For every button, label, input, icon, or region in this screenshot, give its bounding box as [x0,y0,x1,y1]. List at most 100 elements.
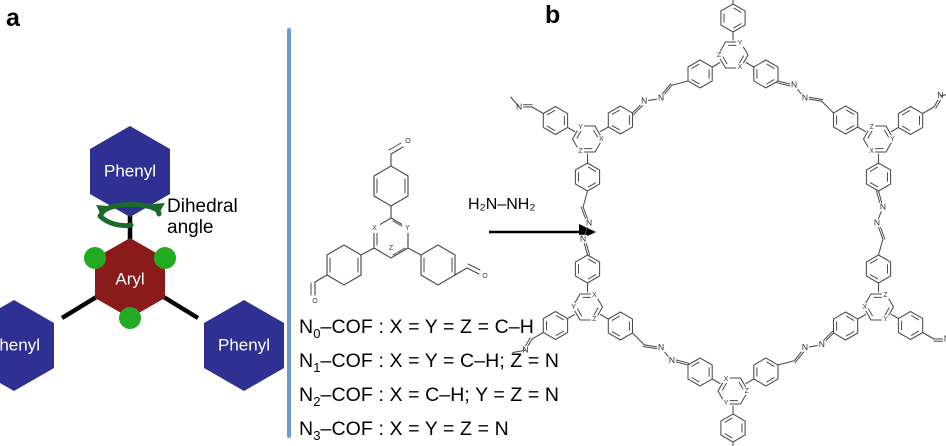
monomer-arm-right: O [407,244,488,286]
cof-linker-2-nitrogen-1: N [819,339,825,349]
node-atom-z: Z [592,316,597,323]
cof-linker-2-bond-b [745,378,755,385]
cof-linker-3-ring-a [687,357,713,387]
benzene-double-bond [733,7,742,13]
atom-label-bg [597,135,605,143]
bond-left [60,294,100,320]
linker-n-bg [579,234,588,244]
atom-label-bg [868,123,876,131]
node-double-bond [867,129,873,139]
cof-linker-5-nitrogen-2: N [658,93,664,103]
benzene-double-bond [901,125,911,131]
cof-linker-5-ring-a [607,105,634,135]
cof-pendant-5-tail [510,96,520,108]
cof-linker-0-ring-b [832,105,859,135]
cof-pendant-2-nitrogen: N [944,333,946,343]
panel-a-label: a [6,4,20,32]
benzene-double-bond [766,361,775,367]
benzene-double-bond [869,182,879,188]
legend-row-n3: N3–COF : X = Y = Z = N [299,418,509,443]
benzene-double-bond [611,315,621,321]
aryl-hexagon [95,238,165,318]
cof-pendant-2-ch [922,331,935,340]
node-atom-x: X [724,376,729,383]
atom-label-bg [590,291,598,299]
benzene-double-bond [766,79,775,85]
atom-label-bg [881,315,889,323]
benzene-double-bond [611,331,621,337]
cof-node-1 [862,125,895,153]
benzene-double-bond [724,417,733,423]
atom-label-bg [868,147,876,155]
node-double-bond [738,55,745,65]
legend-n3-name: N [299,418,314,440]
benzene-double-bond [555,315,565,321]
cof-pendant-bond-4 [567,313,576,320]
benzene-double-bond [845,109,855,115]
benzene-double-bond [587,258,597,264]
node-double-bond [593,129,599,139]
cof-linker-2-ring-a [832,311,859,341]
benzene-double-bond [845,125,855,131]
linker-n-bg [640,97,649,106]
reagent-label: H₂N–NH₂ [468,196,536,213]
cof-linker-0-ring-a [753,59,779,89]
monomer-arm-left: O [310,244,375,305]
atom-label-bg [570,303,578,311]
panel-cof-framework: NNNNNNNNNNNNXYZNXYZNXYZNXYZNXYZNXYZN [510,0,946,446]
benzene-double-bond [555,330,565,336]
atom-label-bg [736,39,744,47]
panel-b-label: b [545,1,561,29]
core-atom-y: Y [405,225,410,232]
linker-n-bg [817,340,826,349]
cof-node-3 [717,377,749,405]
benzene-double-bond [766,63,775,69]
cof-pendant-ring-2 [897,310,924,341]
cof-node-0 [717,41,749,69]
benzene-double-bond [546,125,556,131]
cof-linker-1-ring-a [865,162,892,192]
benzene-double-bond [587,274,597,280]
cof-pendant-bond-5 [567,126,576,133]
node-atom-x: X [738,64,743,71]
node-double-bond [593,307,599,317]
cof-linker-3-nitrogen-2: N [658,342,664,352]
cof-linker-2-nitrogen-2: N [802,342,808,352]
cof-node-5 [571,125,604,153]
cof-linker-0-bond-b [857,126,867,133]
benzene-double-bond [691,63,700,69]
cof-linker-5-bond-a [599,126,609,133]
legend-n0-sub: 0 [313,325,321,341]
cof-linker-1-nitrogen-2: N [874,217,880,227]
phenyl-right-label: Phenyl [218,335,270,354]
benzene-double-bond [845,331,855,337]
legend-n1-name: N [299,350,314,372]
triazine-core: X Y Z [369,217,413,259]
dihedral-schematic: Aryl Phenyl Phenyl Phenyl [0,126,284,391]
benzene-double-bond [691,361,700,367]
atom-label-bg [888,135,896,143]
cof-linker-5-ch-c [671,80,689,86]
atom-label-bg [736,63,744,71]
phenyl-hexagon-left [0,300,54,391]
legend-n0-name: N [299,316,314,338]
monomer-structure: X Y Z O O [310,138,596,305]
dihedral-angle-label: Dihedral angle [167,196,287,239]
cof-linker-0-nitrogen-1: N [791,79,797,89]
benzene-double-bond [611,125,621,131]
vertex-dot-bottom [119,307,141,329]
cof-pendant-bond-1 [890,126,899,133]
panel-a: Aryl Phenyl Phenyl Phenyl Dihedral angle [0,0,287,446]
atom-label-bg [722,375,730,383]
atom-label-bg [577,147,585,155]
node-atom-z: Z [578,148,583,155]
benzene-double-bond [910,315,920,321]
legend-row-n2: N2–COF : X = C–H; Y = Z = N [299,384,559,409]
monomer-arm-top: O [373,138,411,219]
benzene-double-bond [724,433,733,439]
benzene-double-bond [869,274,879,280]
atom-label-bg [577,123,585,131]
linker-n-bg [800,343,809,352]
node-atom-x: X [869,148,874,155]
node-double-bond [867,307,873,317]
